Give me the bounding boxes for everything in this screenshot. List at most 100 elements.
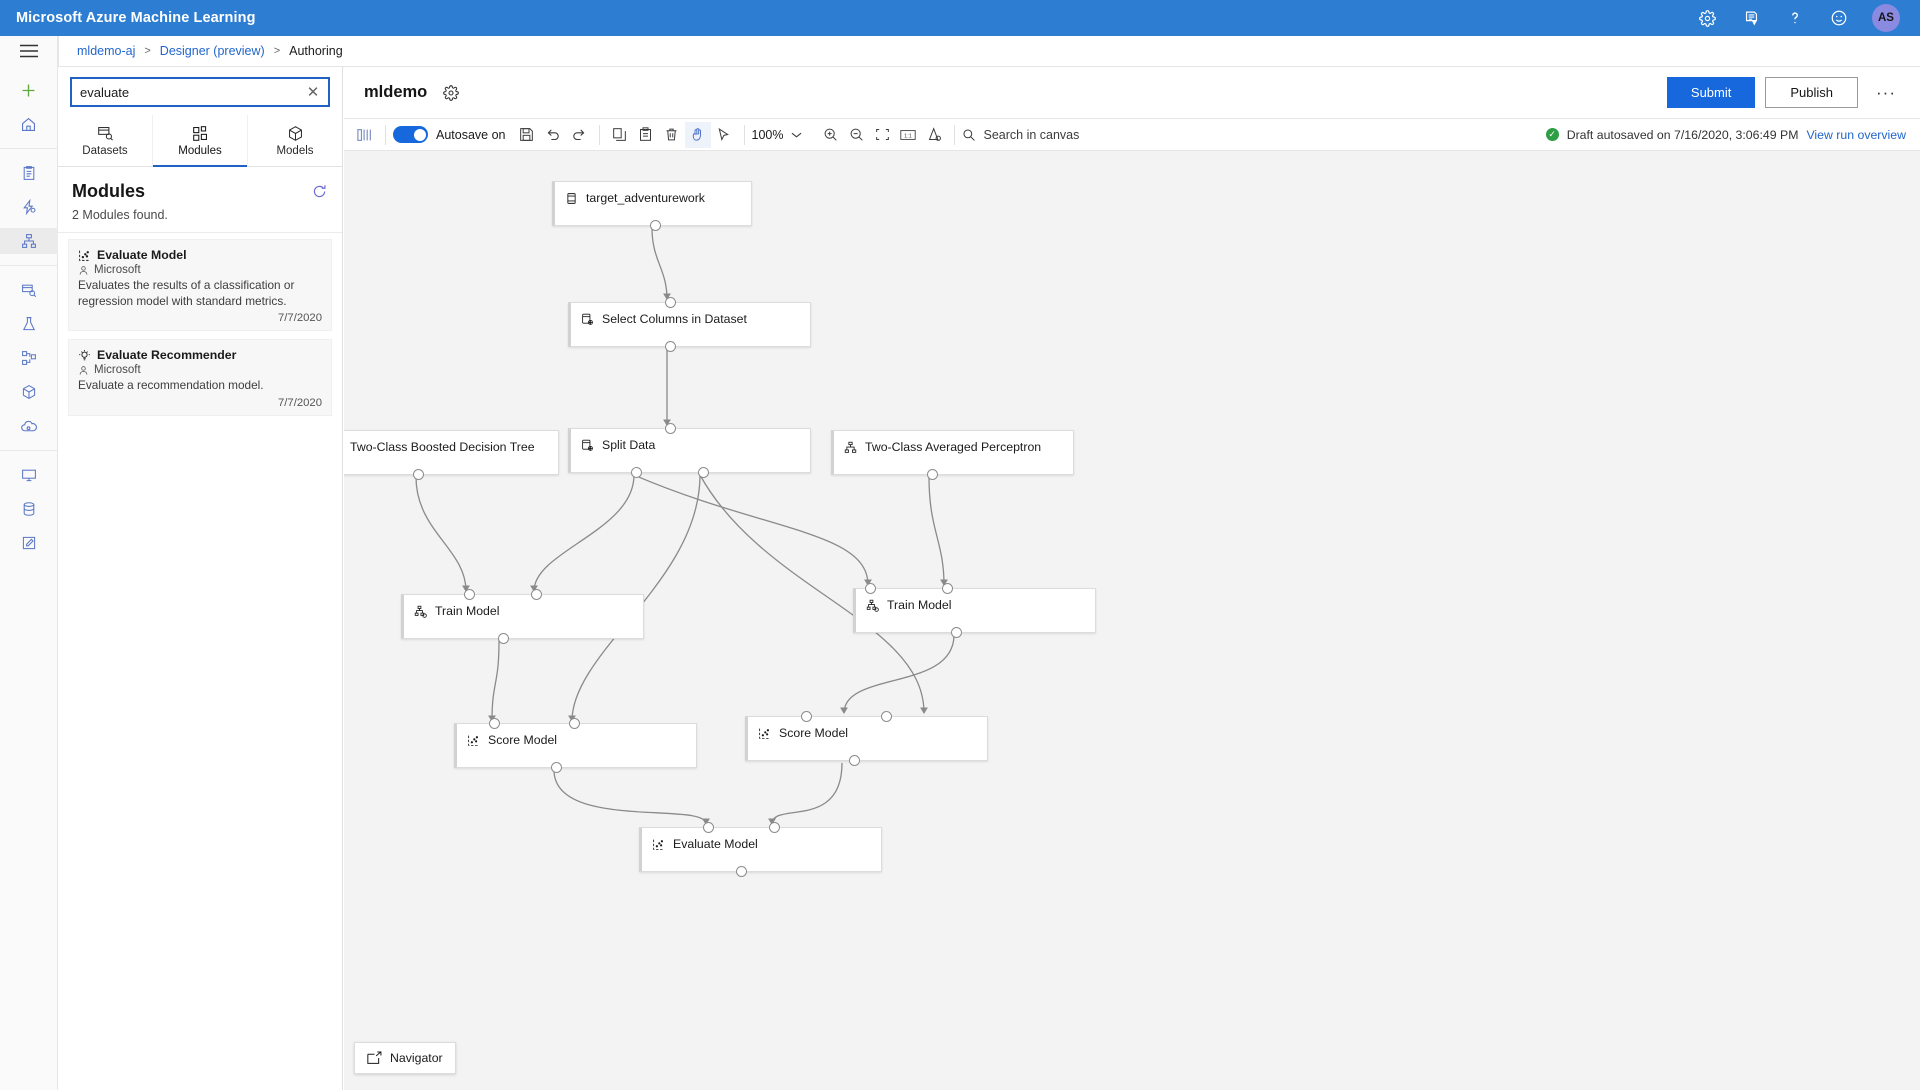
output-port-1[interactable]: [736, 866, 748, 877]
home-icon[interactable]: [0, 111, 58, 137]
input-port-1[interactable]: [489, 718, 501, 729]
datasets-icon[interactable]: [0, 277, 58, 303]
canvas-node-evaluate[interactable]: Evaluate Model: [639, 822, 882, 877]
save-icon[interactable]: [514, 122, 540, 148]
chevron-down-icon[interactable]: [783, 122, 809, 148]
refresh-icon[interactable]: [311, 183, 328, 200]
copy-icon[interactable]: [607, 122, 633, 148]
edge-avgperc-out-to-train2-in2[interactable]: [928, 476, 948, 587]
search-input[interactable]: [80, 84, 304, 100]
auto-layout-icon[interactable]: [921, 122, 947, 148]
side-panel-icon[interactable]: [352, 122, 378, 148]
breadcrumb-designer[interactable]: Designer (preview): [159, 44, 265, 58]
pipelines-icon[interactable]: [0, 345, 58, 371]
cube-icon[interactable]: [0, 379, 58, 405]
input-port-2[interactable]: [768, 822, 780, 833]
breadcrumb-workspace[interactable]: mldemo-aj: [77, 44, 136, 58]
module-list[interactable]: Evaluate Model Microsoft Evaluates the r…: [58, 239, 342, 424]
edge-dataset-out-to-select-in[interactable]: [651, 227, 671, 301]
canvas-node-score2[interactable]: Score Model: [745, 711, 988, 766]
canvas-node-train1[interactable]: Train Model: [401, 589, 644, 644]
canvas-node-split[interactable]: Split Data: [568, 423, 811, 478]
canvas-node-train2[interactable]: Train Model: [853, 583, 1096, 638]
input-port-2[interactable]: [569, 718, 581, 729]
edge-score1-out-to-evaluate-in1[interactable]: [553, 769, 710, 826]
zoom-in-icon[interactable]: [817, 122, 843, 148]
input-port-1[interactable]: [800, 711, 812, 722]
clipboard-icon[interactable]: [0, 160, 58, 186]
zoom-level-value[interactable]: 100%: [751, 127, 784, 142]
tab-modules[interactable]: Modules: [152, 115, 247, 167]
canvas-node-avgperc[interactable]: Two-Class Averaged Perceptron: [831, 430, 1074, 480]
output-port-1[interactable]: [413, 469, 425, 480]
output-port-1[interactable]: [498, 633, 510, 644]
canvas-node-score1[interactable]: Score Model: [454, 718, 697, 773]
hamburger-menu-icon[interactable]: [0, 36, 58, 66]
output-port-1[interactable]: [926, 469, 938, 480]
monitor-icon[interactable]: [0, 462, 58, 488]
more-options-button[interactable]: ···: [1876, 82, 1896, 102]
output-port-1[interactable]: [951, 627, 963, 638]
search-box[interactable]: ✕: [70, 77, 330, 107]
edge-bdt-out-to-train1-in1[interactable]: [415, 476, 470, 593]
labeling-icon[interactable]: [0, 530, 58, 556]
hand-icon[interactable]: [684, 121, 711, 148]
list-item[interactable]: Evaluate Model Microsoft Evaluates the r…: [68, 239, 332, 332]
close-icon[interactable]: ✕: [306, 84, 320, 101]
output-port-1[interactable]: [665, 341, 677, 352]
module-panel: ✕ Datasets Modules: [58, 67, 343, 1090]
redo-icon[interactable]: [566, 122, 592, 148]
gear-icon[interactable]: [1696, 7, 1718, 29]
input-port-1[interactable]: [703, 822, 715, 833]
input-port-2[interactable]: [881, 711, 892, 722]
input-port-1[interactable]: [665, 297, 677, 308]
flask-icon[interactable]: [0, 311, 58, 337]
edge-train1-out-to-score1-in1[interactable]: [488, 640, 500, 723]
canvas-node-select[interactable]: Select Columns in Dataset: [568, 297, 811, 352]
automl-icon[interactable]: [0, 194, 58, 220]
paste-icon[interactable]: [633, 122, 659, 148]
input-port-1[interactable]: [665, 423, 677, 434]
zoom-out-icon[interactable]: [843, 122, 869, 148]
list-item[interactable]: Evaluate Recommender Microsoft Evaluate …: [68, 339, 332, 416]
help-icon[interactable]: [1784, 7, 1806, 29]
cloud-endpoint-icon[interactable]: [0, 413, 58, 439]
autosave-toggle[interactable]: [393, 126, 428, 143]
input-port-2[interactable]: [530, 589, 542, 600]
edge-split-out1-to-train2-in1[interactable]: [633, 474, 872, 587]
canvas-search[interactable]: Search in canvas: [962, 128, 1079, 142]
output-port-1[interactable]: [551, 762, 563, 773]
output-port-1[interactable]: [631, 467, 643, 478]
trash-icon[interactable]: [659, 122, 685, 148]
gear-icon[interactable]: [443, 84, 460, 101]
input-port-1[interactable]: [464, 589, 476, 600]
navigator-button[interactable]: Navigator: [354, 1042, 456, 1074]
input-port-2[interactable]: [941, 583, 953, 594]
smiley-icon[interactable]: [1828, 7, 1850, 29]
canvas-node-bdt[interactable]: Two-Class Boosted Decision Tree: [344, 430, 559, 480]
view-run-overview-link[interactable]: View run overview: [1806, 127, 1906, 142]
publish-button[interactable]: Publish: [1765, 77, 1859, 108]
database-icon[interactable]: [0, 496, 58, 522]
tab-datasets[interactable]: Datasets: [58, 115, 152, 166]
edge-split-out2-to-score2-in2[interactable]: [699, 474, 928, 715]
edge-split-out1-to-train1-in2[interactable]: [530, 474, 635, 593]
sidebar-item-designer[interactable]: [0, 228, 58, 254]
avatar[interactable]: AS: [1872, 4, 1900, 32]
output-port-1[interactable]: [849, 755, 861, 766]
output-port-1[interactable]: [649, 220, 661, 231]
undo-icon[interactable]: [540, 122, 566, 148]
edge-train2-out-to-score2-in1[interactable]: [840, 634, 955, 715]
feedback-doc-icon[interactable]: [1740, 7, 1762, 29]
tab-models[interactable]: Models: [247, 115, 342, 166]
one-to-one-icon[interactable]: 1:1: [895, 122, 921, 148]
edge-score2-out-to-evaluate-in2[interactable]: [768, 762, 843, 826]
submit-button[interactable]: Submit: [1666, 77, 1756, 108]
output-port-2[interactable]: [697, 467, 709, 478]
plus-icon[interactable]: [0, 77, 58, 103]
cursor-icon[interactable]: [711, 122, 737, 148]
canvas-node-dataset[interactable]: target_adventurework: [552, 181, 752, 231]
fit-screen-icon[interactable]: [869, 122, 895, 148]
input-port-1[interactable]: [865, 583, 877, 594]
